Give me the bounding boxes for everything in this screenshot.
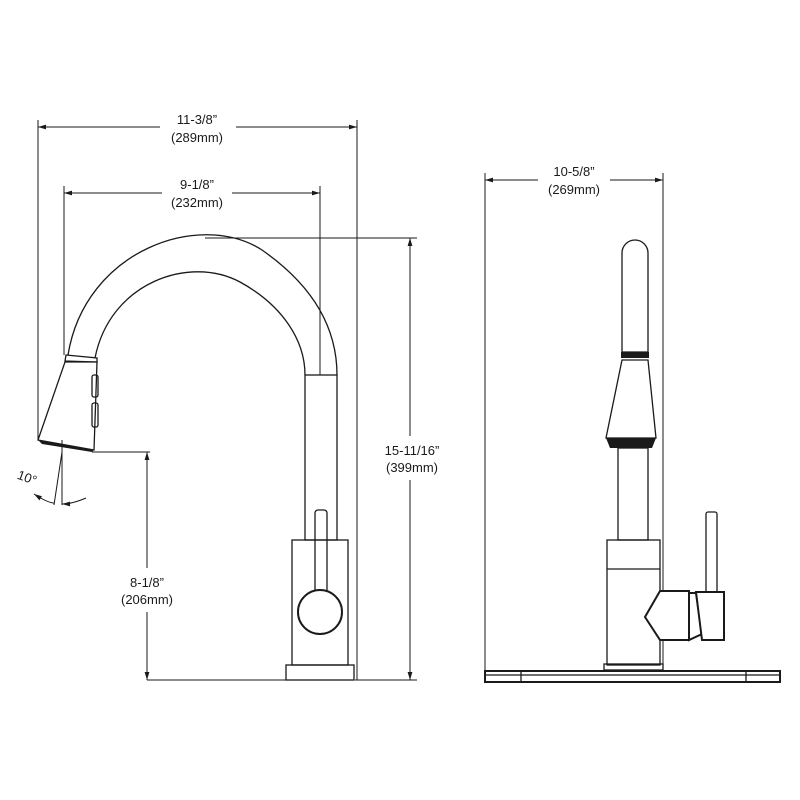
spray-head-band: [64, 354, 98, 363]
spray-button-icon: [91, 402, 99, 428]
faucet-front-outline: [484, 239, 781, 683]
faucet-side-outline: [37, 234, 355, 681]
spout-clearance-imperial: 8-1/8”: [130, 575, 164, 590]
deck-width-metric: (269mm): [548, 182, 600, 197]
overall-width-imperial: 11-3/8”: [177, 112, 217, 127]
spout-reach-metric: (232mm): [171, 195, 223, 210]
deck-width-dimension: 10-5/8” (269mm): [484, 164, 664, 672]
deck-width-imperial: 10-5/8”: [553, 164, 594, 179]
overall-width-dimension: 11-3/8” (289mm): [37, 112, 358, 680]
spout-reach-imperial: 9-1/8”: [180, 177, 214, 192]
spout-clearance-metric: (206mm): [121, 592, 173, 607]
overall-height-dimension: 15-11/16” (399mm): [205, 237, 440, 681]
spray-angle-label: 10°: [15, 467, 39, 488]
front-view: 10-5/8” (269mm): [484, 164, 781, 683]
side-view: 11-3/8” (289mm) 9-1/8” (232mm) 15-11/16”…: [15, 112, 440, 681]
spray-head: [37, 361, 98, 451]
spout-clearance-dimension: 8-1/8” (206mm): [92, 451, 290, 681]
overall-height-imperial: 15-11/16”: [385, 443, 440, 458]
spray-angle-dimension: 10°: [15, 440, 87, 507]
overall-width-metric: (289mm): [171, 130, 223, 145]
deck-plate: [484, 670, 781, 683]
overall-height-metric: (399mm): [386, 460, 438, 475]
spout-reach-dimension: 9-1/8” (232mm): [63, 177, 321, 375]
spray-button-icon: [91, 374, 99, 398]
